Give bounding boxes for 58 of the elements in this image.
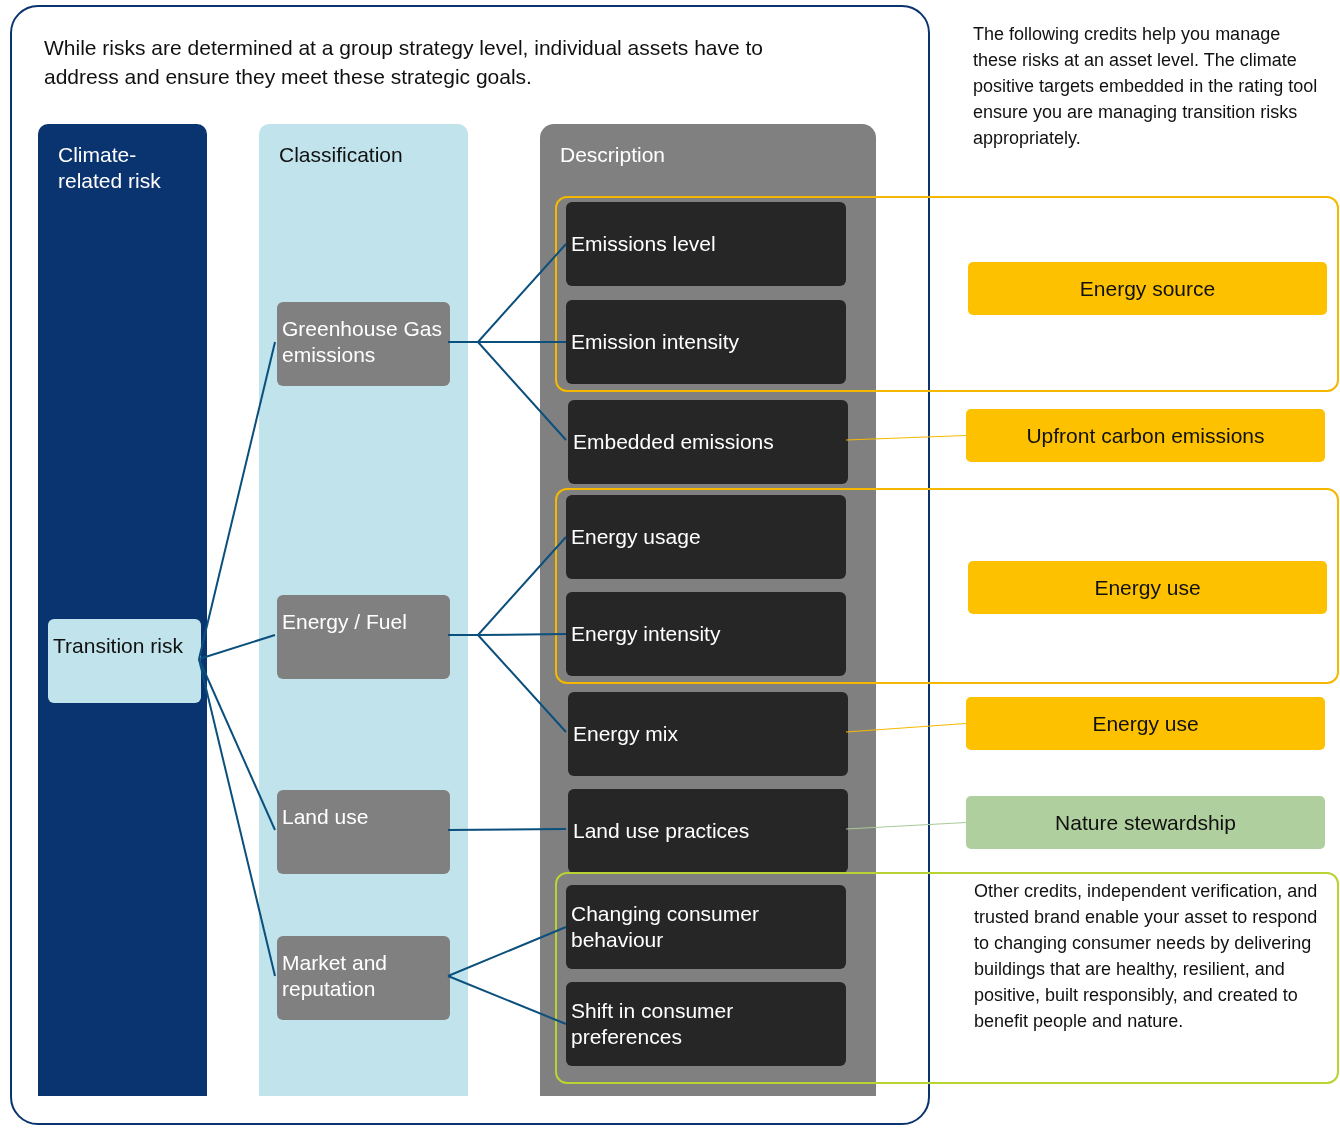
group-outline [555,872,1339,1084]
description-box [566,592,846,676]
box-label: Energy source [1079,275,1216,302]
credit-box [966,796,1325,849]
risk-box [48,619,201,703]
box-label: Market and reputation [282,950,389,1002]
note-text: The following credits help you manage these risks at an asset level. The climate positive targets embedded in the rating tool ensure you are managing transition risks appropriately. [973,23,1319,150]
description-box [568,789,848,873]
box-label: Embedded emissions [572,429,775,455]
credit-box [966,697,1325,750]
box-label: Nature stewardship [1055,809,1236,836]
connector-line [447,926,567,977]
connector-line [447,975,567,1025]
box-label: Emission intensity [570,329,741,355]
group-outline [555,196,1339,392]
box-label: Shift in consumer preferences [570,998,735,1050]
box-label: Energy mix [572,721,680,747]
box-label: Energy usage [570,524,702,550]
intro-text: While risks are determined at a group strategy level, individual assets have to address and ensure they meet these strategic goals. [44,35,765,90]
credit-box [968,262,1327,315]
description-box [566,885,846,969]
category-box [277,595,450,679]
box-label: Emissions level [570,231,717,257]
group-outline [555,488,1339,684]
connector-line [845,821,967,830]
column-heading: Description [560,142,666,168]
box-label: Land use practices [572,818,751,844]
box-label: Upfront carbon emissions [1026,422,1265,449]
box-label: Energy use [1094,574,1201,601]
connector-line [845,434,967,441]
box-label: Energy use [1092,710,1199,737]
box-label: Greenhouse Gas emissions [282,316,443,368]
category-box [277,936,450,1020]
credit-box [968,561,1327,614]
box-label: Energy intensity [570,621,722,647]
category-box [277,302,450,386]
box-label: Transition risk [53,633,183,659]
column-heading: Climate-related risk [58,142,162,194]
note-text: Other credits, independent verification, and trusted brand enable your asset to respond to changing consumer needs by delivering buildings that are healthy, resilient, and positive, built responsibly, and created to benefit people and nature. [974,880,1319,1033]
box-label: Energy / Fuel [282,609,408,635]
connector-line [198,658,276,977]
category-box [277,790,450,874]
box-label: Changing consumer behaviour [570,901,760,953]
description-box [566,982,846,1066]
description-box [566,300,846,384]
credit-box [966,409,1325,462]
column-panel [259,124,468,1096]
connector-line [447,828,567,831]
connector-line [198,341,276,660]
connector-line [845,722,967,733]
box-label: Land use [282,804,370,830]
description-box [566,495,846,579]
description-box [568,400,848,484]
description-box [568,692,848,776]
description-box [566,202,846,286]
column-panel [38,124,207,1096]
column-heading: Classification [279,142,403,168]
connector-line [198,658,276,831]
